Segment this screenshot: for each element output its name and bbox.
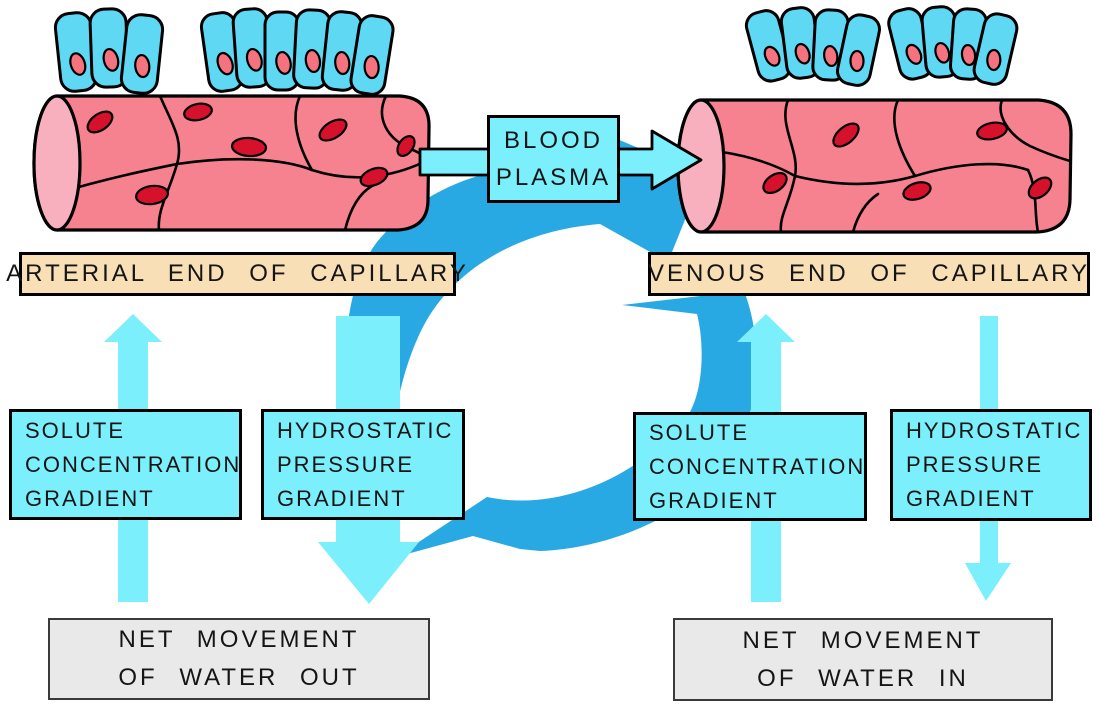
red-blood-cell	[318, 118, 348, 142]
net-movement-out-box: NET MOVEMENT OF WATER OUT	[48, 618, 430, 700]
cell-boundary	[294, 94, 314, 172]
red-blood-cell	[396, 135, 416, 157]
arterial-capillary	[32, 94, 431, 232]
tissue-cell	[199, 11, 245, 93]
red-blood-cell	[976, 121, 1008, 141]
arterial-end-label: ARTERIAL END OF CAPILLARY	[6, 252, 466, 296]
venous-capillary	[676, 98, 1073, 234]
blood-plasma-line-2: PLASMA	[495, 164, 612, 191]
red-blood-cell	[832, 122, 860, 148]
arterial-end-label-text: ARTERIAL END OF CAPILLARY	[6, 260, 469, 287]
tissue-cell	[231, 7, 273, 89]
net-in-line-1: NET MOVEMENT	[742, 626, 984, 654]
left-hydrostatic-line-3: GRADIENT	[277, 485, 407, 511]
cell-boundary	[1026, 168, 1040, 234]
left-hydrostatic-line-2: PRESSURE	[277, 451, 415, 477]
tissue-cell	[349, 14, 395, 96]
red-blood-cell	[86, 110, 114, 134]
right-hydrostatic-line-3: GRADIENT	[906, 486, 1036, 511]
net-out-line-2: OF WATER OUT	[118, 664, 360, 691]
right-hydrostatic-gradient-box: HYDROSTATIC PRESSURE GRADIENT	[890, 409, 1092, 521]
red-blood-cell	[359, 166, 389, 188]
right-solute-gradient-box: SOLUTE CONCENTRATION GRADIENT	[633, 412, 867, 521]
net-out-line-1: NET MOVEMENT	[118, 626, 360, 653]
right-solute-line-1: SOLUTE	[649, 419, 750, 445]
red-blood-cell	[135, 184, 169, 206]
net-movement-in-box: NET MOVEMENT OF WATER IN	[673, 618, 1053, 701]
left-hydrostatic-line-1: HYDROSTATIC	[277, 417, 454, 443]
tissue-cells-right	[744, 5, 1019, 87]
blood-plasma-line-1: BLOOD	[503, 127, 604, 154]
tissue-cell	[835, 13, 881, 87]
tissue-cells-left	[53, 7, 395, 96]
tissue-cell	[744, 9, 793, 83]
left-solute-gradient-box: SOLUTE CONCENTRATION GRADIENT	[9, 409, 242, 520]
right-solute-line-3: GRADIENT	[649, 487, 779, 513]
left-solute-line-1: SOLUTE	[25, 417, 126, 443]
cell-boundary	[343, 184, 374, 232]
tissue-cell	[53, 11, 99, 93]
venous-end-label-text: VENOUS END OF CAPILLARY	[648, 260, 1090, 287]
left-solute-line-3: GRADIENT	[25, 485, 155, 511]
cycle-arrow-top-icon	[345, 139, 703, 452]
cell-boundary	[893, 98, 917, 178]
right-hydrostatic-line-2: PRESSURE	[906, 452, 1044, 477]
cell-boundary	[851, 192, 880, 234]
blood-plasma-box: BLOOD PLASMA	[487, 115, 620, 203]
red-blood-cell	[902, 181, 932, 201]
arterial-capillary-end-cap	[32, 94, 82, 232]
net-in-line-2: OF WATER IN	[757, 664, 969, 692]
left-hydrostatic-gradient-box: HYDROSTATIC PRESSURE GRADIENT	[261, 409, 465, 520]
right-solute-line-2: CONCENTRATION	[649, 453, 866, 479]
red-blood-cell	[183, 102, 213, 122]
red-blood-cell	[1027, 176, 1053, 200]
venous-end-label: VENOUS END OF CAPILLARY	[648, 252, 1090, 296]
red-blood-cell	[762, 171, 788, 195]
cell-boundary	[999, 98, 1072, 163]
tissue-cell	[779, 6, 822, 80]
tissue-cell	[119, 13, 165, 95]
tissue-cell	[972, 12, 1019, 86]
cell-boundary	[720, 150, 797, 178]
left-solute-line-2: CONCENTRATION	[25, 451, 242, 477]
right-hydrostatic-line-1: HYDROSTATIC	[906, 418, 1083, 443]
tissue-cell	[88, 7, 130, 89]
red-blood-cell	[230, 136, 268, 158]
